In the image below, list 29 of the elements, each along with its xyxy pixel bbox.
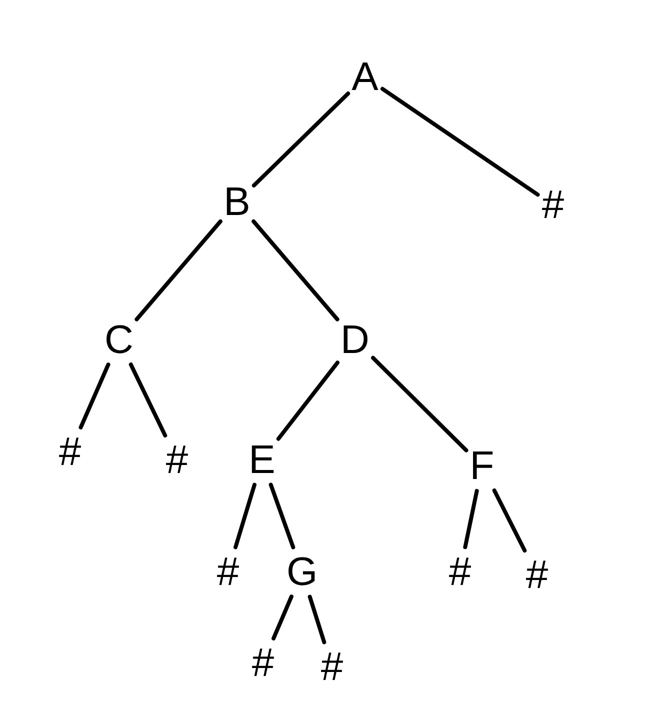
tree-branch-line	[234, 482, 256, 550]
node-label: E	[248, 440, 276, 480]
node-label: #	[216, 552, 240, 592]
node-label: A	[352, 57, 378, 97]
node-label: #	[320, 647, 344, 687]
tree-branch-line	[276, 360, 340, 441]
tree-branch-line	[252, 219, 340, 322]
tree-branch-line	[492, 488, 527, 553]
node-label: #	[252, 643, 274, 683]
node-label: G	[286, 552, 318, 592]
node-label: D	[340, 320, 370, 360]
node-label: C	[104, 320, 134, 360]
tree-branch-line	[463, 488, 479, 550]
node-label: #	[448, 552, 472, 592]
tree-branch-line	[134, 219, 222, 322]
tree-branch-line	[252, 92, 350, 188]
tree-branch-line	[128, 362, 168, 438]
node-label: #	[166, 440, 188, 480]
tree-branch-line	[308, 594, 326, 644]
node-label: F	[470, 446, 494, 486]
tree-branch-line	[380, 86, 540, 197]
tree-branch-line	[268, 482, 296, 550]
node-label: #	[542, 185, 564, 225]
tree-branch-line	[371, 356, 468, 452]
node-label: B	[224, 182, 250, 222]
tree-branch-line	[272, 594, 294, 640]
node-label: #	[58, 432, 82, 472]
tree-branch-line	[78, 362, 110, 430]
node-label: #	[526, 555, 548, 595]
